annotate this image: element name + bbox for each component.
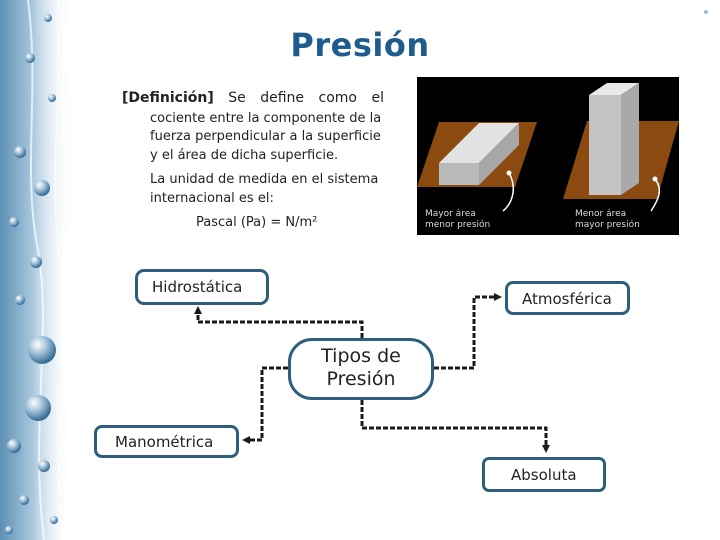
connector-to-manometrica — [242, 366, 288, 444]
definition-line: y el área de dicha superficie. — [150, 148, 339, 163]
connector-to-absoluta — [360, 400, 550, 453]
node-manometrica: Manométrica — [94, 425, 239, 458]
pascal-unit: Pascal (Pa) = N/m² — [196, 215, 318, 230]
definition-line: La unidad de medida en el sistema — [150, 172, 379, 187]
left-block-top — [439, 123, 519, 163]
right-image-label-2: mayor presión — [575, 219, 640, 230]
node-absoluta: Absoluta — [482, 457, 606, 492]
definition-line: fuerza perpendicular a la superficie — [150, 129, 381, 144]
right-callout-line — [650, 178, 661, 212]
definition-line: cociente entre la componente de la — [150, 111, 382, 126]
left-image-label-1: Mayor área — [425, 209, 476, 219]
left-block-side — [479, 123, 519, 185]
pressure-area-illustration: Mayor área menor presión Menor área mayo… — [417, 77, 679, 235]
left-callout-line — [502, 172, 515, 212]
definition-lead-text: Se define como el — [213, 90, 384, 106]
definition-lead: [Definición] Se define como el — [122, 90, 384, 106]
node-atmosferica: Atmosférica — [505, 281, 630, 315]
right-image-label-1: Menor área — [575, 209, 626, 219]
right-block-front — [589, 95, 621, 195]
right-block-top — [589, 83, 639, 95]
right-block-side — [621, 83, 639, 195]
definition-line: internacional es el: — [150, 191, 274, 206]
page-title: Presión — [290, 26, 430, 64]
connector-to-atmosferica — [434, 293, 502, 370]
left-image-label-2: menor presión — [425, 219, 490, 230]
definition-label: [Definición] — [122, 90, 214, 106]
left-block-front — [439, 163, 479, 185]
connector-to-hidrostatica — [194, 306, 364, 338]
center-node-line: Tipos de — [321, 345, 401, 367]
node-tipos-de-presion: Tipos de Presión — [288, 338, 434, 400]
node-hidrostatica: Hidrostática — [135, 269, 269, 305]
center-node-line: Presión — [326, 368, 396, 390]
